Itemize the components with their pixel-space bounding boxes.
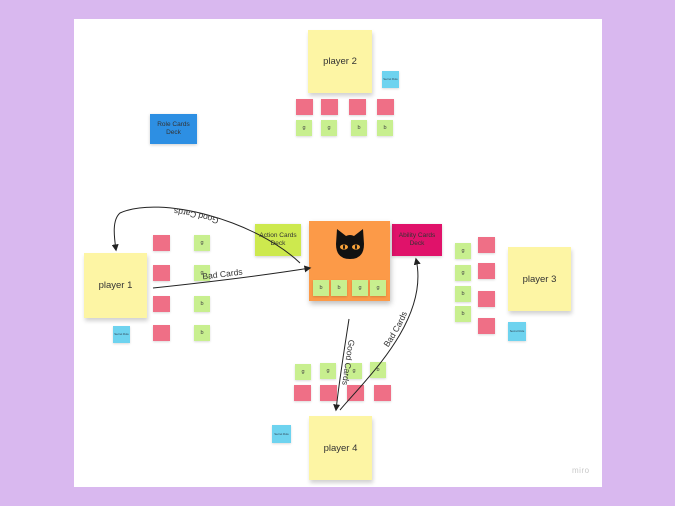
player-2-green-card[interactable]: g <box>321 120 337 136</box>
player-2-pink-card[interactable] <box>296 99 313 115</box>
player-2-pink-card[interactable] <box>321 99 338 115</box>
player-2-green-card[interactable]: b <box>377 120 393 136</box>
player-4-green-card[interactable]: g <box>346 363 362 379</box>
player-2-note[interactable]: player 2 <box>308 30 372 93</box>
miro-watermark: miro <box>572 466 590 475</box>
player-2-pink-card[interactable] <box>377 99 394 115</box>
player-1-green-card[interactable]: g <box>194 265 210 281</box>
player-1-pink-card[interactable] <box>153 296 170 312</box>
player-1-green-card[interactable]: g <box>194 235 210 251</box>
player-1-pink-card[interactable] <box>153 325 170 341</box>
center-card-b-2[interactable]: b <box>331 280 347 296</box>
player-4-pink-card[interactable] <box>294 385 311 401</box>
player-4-green-card[interactable]: g <box>320 363 336 379</box>
ability-cards-deck[interactable]: Ability Cards Deck <box>392 224 442 256</box>
player-4-pink-card[interactable] <box>374 385 391 401</box>
player-4-green-card[interactable]: g <box>295 364 311 380</box>
role-cards-deck[interactable]: Role Cards Deck <box>150 114 197 144</box>
player-2-green-card[interactable]: b <box>351 120 367 136</box>
player-3-green-card[interactable]: b <box>455 306 471 322</box>
player-2-secret-note[interactable]: Secret Role <box>382 71 399 88</box>
player-3-note[interactable]: player 3 <box>508 247 571 311</box>
player-3-green-card[interactable]: g <box>455 265 471 281</box>
player-1-pink-card[interactable] <box>153 235 170 251</box>
player-3-pink-card[interactable] <box>478 291 495 307</box>
player-1-green-card[interactable]: b <box>194 296 210 312</box>
player-4-note[interactable]: player 4 <box>309 416 372 480</box>
player-2-pink-card[interactable] <box>349 99 366 115</box>
center-card-g-1[interactable]: g <box>352 280 368 296</box>
player-3-pink-card[interactable] <box>478 237 495 253</box>
player-1-pink-card[interactable] <box>153 265 170 281</box>
player-3-pink-card[interactable] <box>478 318 495 334</box>
center-card-g-2[interactable]: g <box>370 280 386 296</box>
action-cards-deck[interactable]: Action Cards Deck <box>255 224 301 256</box>
player-3-secret-note[interactable]: Secret Role <box>508 322 526 341</box>
player-4-secret-note[interactable]: Secret Role <box>272 425 291 443</box>
player-4-green-card[interactable]: b <box>370 362 386 378</box>
center-card-b-1[interactable]: b <box>313 280 329 296</box>
player-2-green-card[interactable]: g <box>296 120 312 136</box>
player-3-pink-card[interactable] <box>478 263 495 279</box>
player-3-green-card[interactable]: g <box>455 243 471 259</box>
player-1-note[interactable]: player 1 <box>84 253 147 318</box>
player-1-green-card[interactable]: b <box>194 325 210 341</box>
player-4-pink-card[interactable] <box>320 385 337 401</box>
black-cat-icon <box>335 229 364 259</box>
player-1-secret-note[interactable]: Secret Role <box>113 326 130 343</box>
player-3-green-card[interactable]: b <box>455 286 471 302</box>
player-4-pink-card[interactable] <box>347 385 364 401</box>
